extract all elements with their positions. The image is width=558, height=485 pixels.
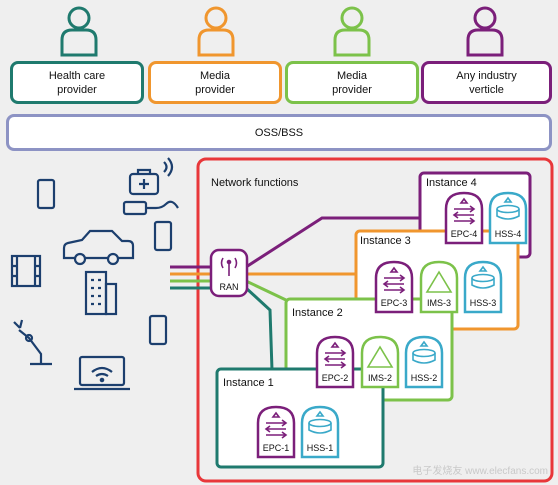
building-icon xyxy=(84,270,118,316)
epc-1-node: EPC-1 xyxy=(256,405,296,459)
network-function-label: IMS-2 xyxy=(368,373,392,383)
network-function-label: HSS-4 xyxy=(495,229,522,239)
ims-3-node: IMS-3 xyxy=(419,260,459,314)
connection-lines xyxy=(170,216,420,371)
network-function-label: IMS-3 xyxy=(427,298,451,308)
instance-3-title: Instance 3 xyxy=(360,235,411,247)
network-function-label: HSS-1 xyxy=(307,443,334,453)
car-icon xyxy=(62,229,135,266)
epc-3-node: EPC-3 xyxy=(374,260,414,314)
epc-arrows-icon xyxy=(382,266,406,294)
hss-3-node: HSS-3 xyxy=(463,260,503,314)
network-function-label: EPC-3 xyxy=(381,298,408,308)
network-function-label: EPC-2 xyxy=(322,373,349,383)
hss-1-node: HSS-1 xyxy=(300,405,340,459)
person-icon-industry xyxy=(466,6,504,57)
oss-bss-bar: OSS/BSS xyxy=(6,114,552,151)
epc-arrows-icon xyxy=(323,341,347,369)
network-functions-title: Network functions xyxy=(211,177,299,189)
network-function-label: HSS-2 xyxy=(411,373,438,383)
person-icon-media-1 xyxy=(197,6,235,57)
provider-media-2: Media provider xyxy=(285,61,419,104)
network-function-label: EPC-1 xyxy=(263,443,290,453)
instance-4-title: Instance 4 xyxy=(426,177,477,189)
watermark: 电子发烧友 www.elecfans.com xyxy=(412,464,548,477)
devices xyxy=(10,157,179,391)
ims-triangle-icon xyxy=(366,345,394,368)
antenna-icon xyxy=(220,257,238,276)
provider-media-1: Media provider xyxy=(148,61,282,104)
phone-icon xyxy=(36,178,56,210)
phone-icon xyxy=(148,314,168,346)
ran-label: RAN xyxy=(219,282,238,292)
ran-node: RAN xyxy=(209,248,249,298)
hss-2-node: HSS-2 xyxy=(404,335,444,389)
instance-1-title: Instance 1 xyxy=(223,377,274,389)
ims-triangle-icon xyxy=(425,270,453,293)
laptop-wifi-icon xyxy=(74,355,130,391)
instance-2-title: Instance 2 xyxy=(292,307,343,319)
hss-database-icon xyxy=(412,340,436,364)
epc-arrows-icon xyxy=(264,411,288,439)
network-functions-frame xyxy=(196,157,554,483)
person-icon-healthcare xyxy=(60,6,98,57)
medical-kit-icon xyxy=(122,157,179,216)
hss-4-node: HSS-4 xyxy=(488,191,528,245)
epc-4-node: EPC-4 xyxy=(444,191,484,245)
hss-database-icon xyxy=(471,265,495,289)
ims-2-node: IMS-2 xyxy=(360,335,400,389)
robot-arm-icon xyxy=(13,319,52,366)
film-strip-icon xyxy=(10,254,42,288)
epc-arrows-icon xyxy=(452,197,476,225)
epc-2-node: EPC-2 xyxy=(315,335,355,389)
provider-health-care: Health care provider xyxy=(10,61,144,104)
person-icon-media-2 xyxy=(333,6,371,57)
phone-icon xyxy=(153,220,173,252)
hss-database-icon xyxy=(308,410,332,434)
hss-database-icon xyxy=(496,196,520,220)
provider-any-industry: Any industry verticle xyxy=(421,61,552,104)
network-function-label: EPC-4 xyxy=(451,229,478,239)
network-function-label: HSS-3 xyxy=(470,298,497,308)
